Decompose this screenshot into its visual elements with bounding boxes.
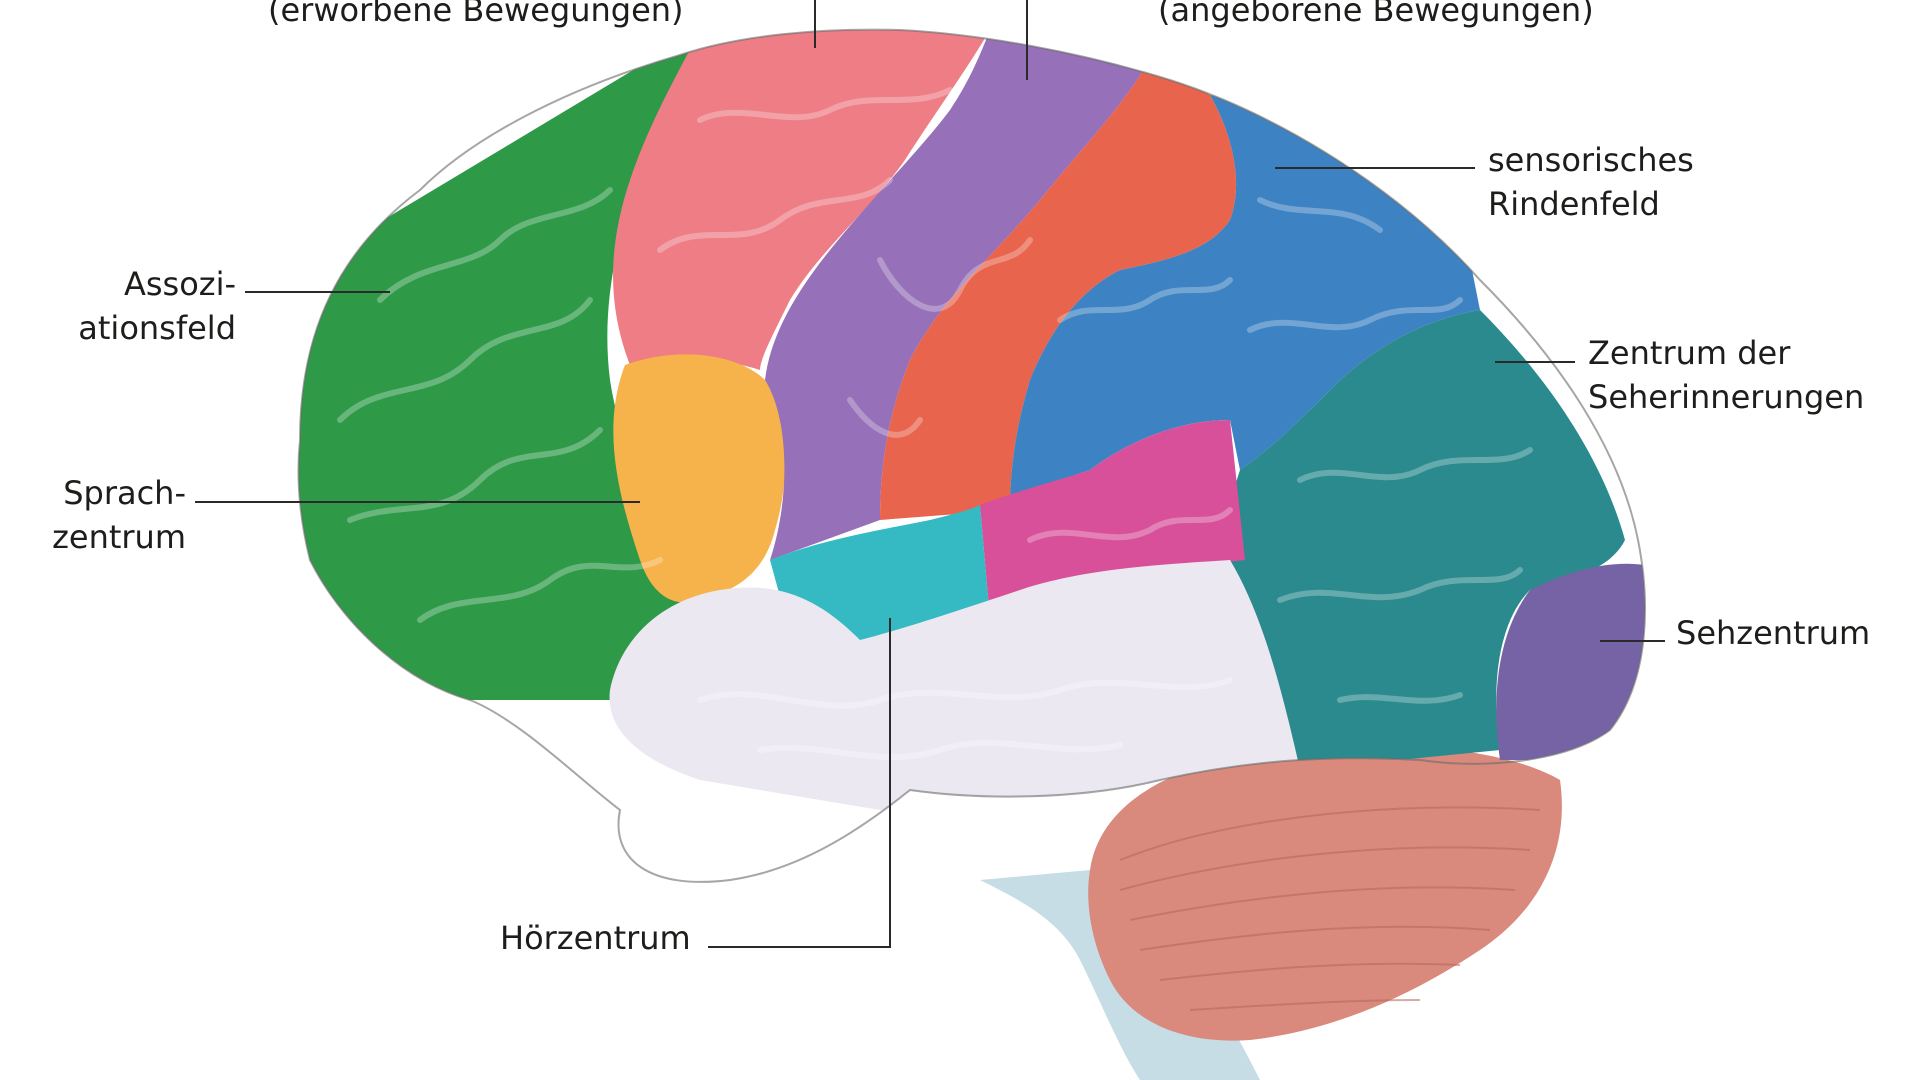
label-sensory-line2: Rindenfeld: [1488, 185, 1660, 223]
magenta-region: [980, 420, 1245, 620]
gyri-texture: [337, 87, 1533, 760]
label-acquired-movements: (erworbene Bewegungen): [268, 0, 684, 29]
label-association-line1: Assozi-: [123, 265, 236, 303]
somatosensory-region: [880, 60, 1237, 520]
label-visual-memory-center: Zentrum der Seherinnerungen: [1588, 331, 1864, 419]
label-sensory-line1: sensorisches: [1488, 141, 1694, 179]
label-speech-center: Sprach- zentrum: [40, 471, 186, 559]
label-innate-movements: (angeborene Bewegungen): [1158, 0, 1594, 29]
visual-center-region: [1496, 563, 1645, 760]
premotor-region: [613, 30, 990, 370]
association-field-region: [298, 30, 700, 700]
brain-outline: [297, 28, 1646, 883]
label-sensory-cortex: sensorisches Rindenfeld: [1488, 138, 1694, 226]
leader-auditory: [708, 618, 891, 948]
label-visual-memory-line2: Seherinnerungen: [1588, 378, 1865, 416]
label-association-line2: ationsfeld: [78, 309, 236, 347]
leader-lines: [195, 0, 1665, 948]
label-visual-center: Sehzentrum: [1676, 614, 1871, 652]
label-association-field: Assozi- ationsfeld: [60, 262, 236, 350]
label-visual-memory-line1: Zentrum der: [1588, 334, 1791, 372]
visual-memory-region: [1225, 310, 1625, 770]
speech-center-region: [613, 354, 786, 603]
cerebellum-region: [1088, 745, 1562, 1041]
temporal-lobe-region: [609, 560, 1300, 818]
label-auditory-center: Hörzentrum: [500, 919, 691, 957]
label-speech-line2: zentrum: [52, 518, 186, 556]
sensory-cortex-region: [1010, 95, 1480, 510]
cerebellum-striations: [1119, 806, 1541, 1011]
label-speech-line1: Sprach-: [63, 474, 186, 512]
motor-region: [765, 30, 1150, 560]
